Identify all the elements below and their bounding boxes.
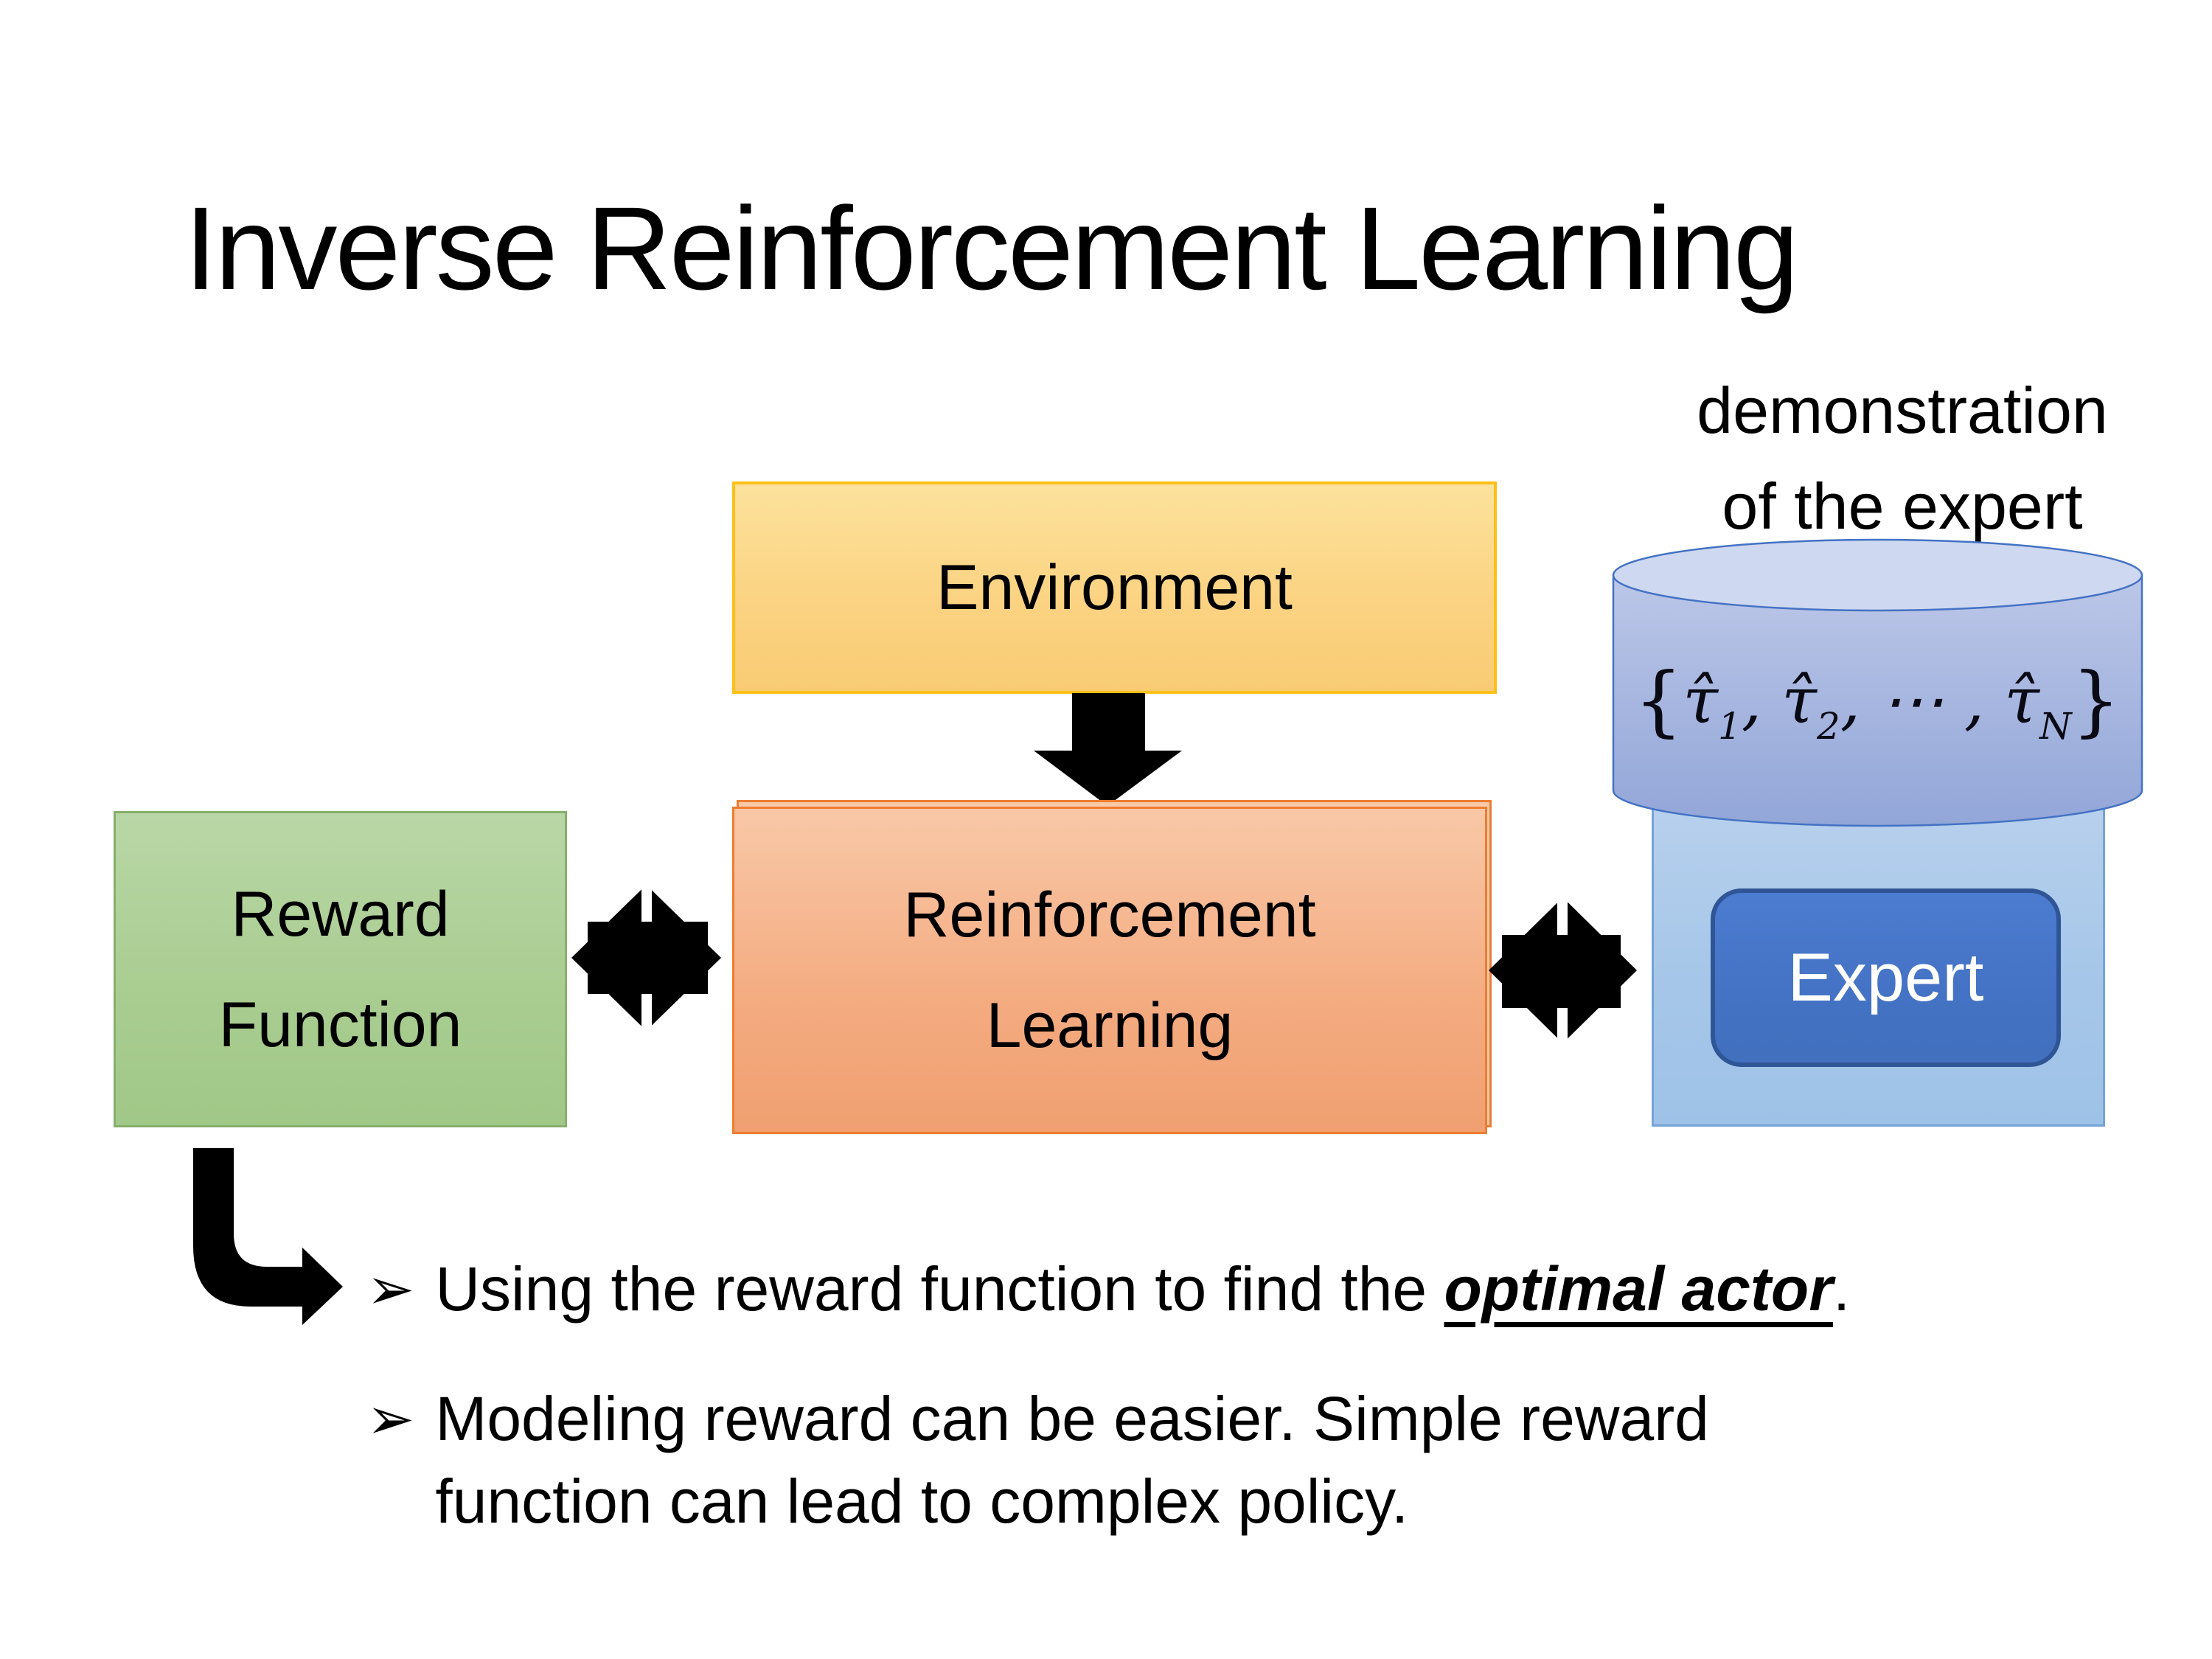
expert-label: Expert	[1787, 940, 1984, 1015]
demonstration-caption: demonstration of the expert	[1666, 363, 2138, 554]
formula-tau2: τ̂	[1781, 664, 1817, 738]
arrow-down-icon	[1034, 693, 1182, 806]
reinforcement-learning-box: Reinforcement Learning	[732, 807, 1487, 1134]
bullet-item-1: ➢ Using the reward function to find the …	[366, 1248, 2136, 1330]
rl-label-line2: Learning	[986, 990, 1234, 1061]
bullet-2-text: Modeling reward can be easier. Simple re…	[435, 1377, 1709, 1543]
bullet-item-2: ➢ Modeling reward can be easier. Simple …	[366, 1377, 2136, 1543]
formula-open-brace: {	[1634, 655, 1683, 745]
bullet-marker-icon: ➢	[366, 1386, 415, 1451]
reinforcement-learning-label: Reinforcement Learning	[903, 860, 1315, 1081]
bullet-2-line1: Modeling reward can be easier. Simple re…	[435, 1384, 1709, 1453]
demonstration-caption-line2: of the expert	[1722, 470, 2083, 543]
demonstration-cylinder	[1612, 538, 2143, 827]
bullet-1-after: .	[1832, 1254, 1851, 1324]
environment-label: Environment	[936, 552, 1293, 623]
formula-sub2: 2	[1816, 705, 1840, 748]
rl-label-line1: Reinforcement	[903, 880, 1316, 950]
reward-label-line2: Function	[218, 989, 462, 1060]
formula-sub1: 1	[1717, 705, 1742, 748]
double-arrow-right-icon	[1489, 897, 1637, 1043]
reward-label-line1: Reward	[231, 878, 450, 950]
formula-close-brace: }	[2071, 655, 2121, 745]
slide-title: Inverse Reinforcement Learning	[184, 182, 1799, 314]
bullet-1-before: Using the reward function to find the	[435, 1254, 1444, 1324]
formula-tauN: τ̂	[2004, 664, 2039, 738]
formula-dots: , ⋯ ,	[1840, 664, 2005, 738]
formula-tau1: τ̂	[1683, 664, 1718, 738]
environment-box: Environment	[732, 481, 1497, 694]
bullet-1-text: Using the reward function to find the op…	[435, 1248, 1850, 1330]
bullet-2-line2: function can lead to complex policy.	[435, 1467, 1409, 1536]
formula-comma1: ,	[1741, 664, 1782, 738]
bullet-marker-icon: ➢	[366, 1256, 415, 1321]
expert-box: Expert	[1711, 888, 2061, 1067]
reward-function-label: Reward Function	[219, 859, 462, 1080]
double-arrow-left-icon	[571, 885, 721, 1031]
demonstration-caption-line1: demonstration	[1697, 374, 2108, 447]
bullet-1-emphasis: optimal actor	[1444, 1254, 1833, 1324]
formula-subN: N	[2039, 705, 2072, 748]
trajectory-formula: {τ̂1, τ̂2, ⋯ , τ̂N}	[1619, 656, 2135, 745]
reward-function-box: Reward Function	[114, 811, 567, 1127]
elbow-arrow-icon	[193, 1148, 343, 1325]
